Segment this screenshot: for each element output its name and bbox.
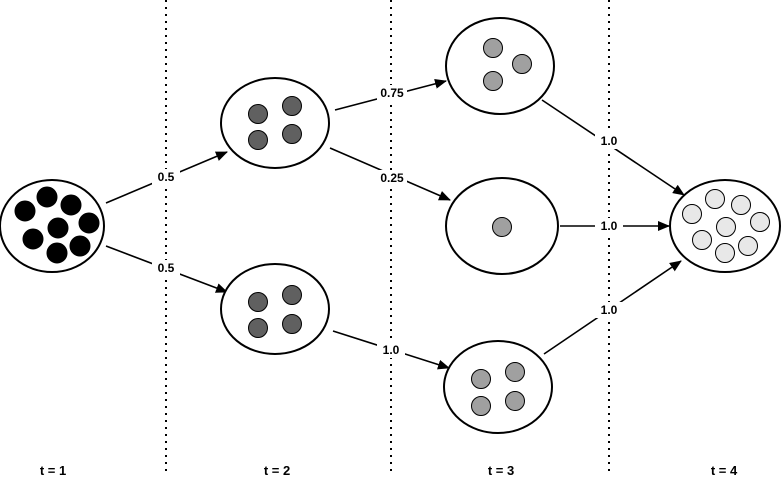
edge-label-c-to-f: 1.0: [601, 134, 618, 148]
particles-t3-top: [483, 38, 532, 91]
node-t2-bottom: [220, 263, 330, 355]
particles-t4: [682, 189, 770, 263]
edge-label-e-to-f: 1.0: [601, 303, 618, 317]
edge-label-t1-to-a: 0.5: [158, 170, 175, 184]
particles-t1: [14, 186, 100, 264]
node-t4: [669, 179, 781, 273]
particles-t2-top: [248, 96, 302, 150]
particles-t2-bottom: [248, 285, 302, 338]
edge-label-a-to-c: 0.75: [380, 86, 404, 100]
edge-label-t1-to-b: 0.5: [158, 261, 175, 275]
edge-labels: 0.5 0.5 0.75 0.25 1.0 1.0 1.0 1.0: [152, 85, 623, 358]
time-labels: t = 1 t = 2 t = 3 t = 4: [40, 463, 738, 478]
time-label-4: t = 4: [711, 463, 738, 478]
time-label-2: t = 2: [264, 463, 290, 478]
edge-label-d-to-f: 1.0: [601, 219, 618, 233]
node-t3-top: [445, 17, 555, 115]
particles-t3-middle: [492, 217, 512, 237]
node-t2-top: [220, 77, 330, 169]
particles-t3-bottom: [471, 362, 525, 416]
edge-label-a-to-d: 0.25: [380, 171, 404, 185]
node-t3-bottom: [443, 340, 553, 434]
time-label-1: t = 1: [40, 463, 66, 478]
edge-label-b-to-e: 1.0: [383, 343, 400, 357]
node-t1: [0, 179, 105, 273]
node-t3-middle: [445, 177, 559, 275]
time-label-3: t = 3: [488, 463, 514, 478]
